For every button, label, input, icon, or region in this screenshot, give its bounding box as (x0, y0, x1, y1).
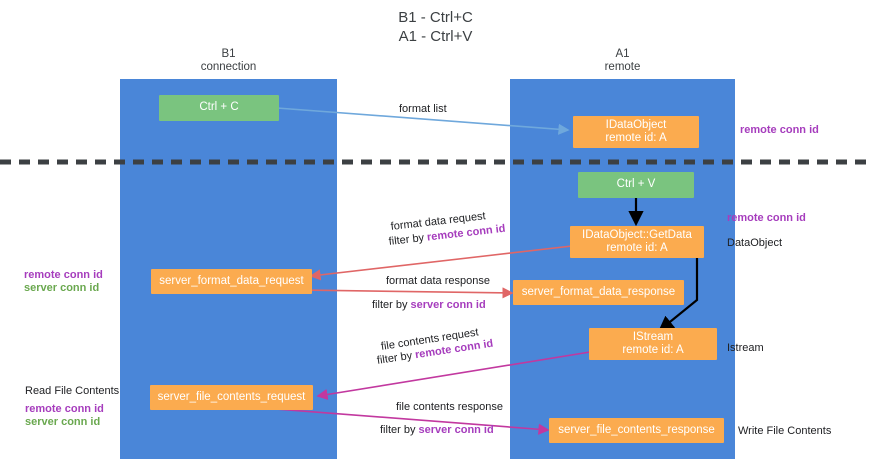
node-idataobject-line2: remote id: A (605, 132, 667, 144)
node-server-format-data-response[interactable]: server_format_data_response (513, 280, 684, 305)
lane-header-a1: A1 remote (510, 48, 735, 74)
filter-prefix: filter by (388, 231, 428, 248)
side-label-write-file-contents: Write File Contents (738, 425, 832, 437)
title-line-2: A1 - Ctrl+V (398, 28, 473, 45)
side-label-remote-conn-id-mid: remote conn id (727, 212, 806, 224)
side-label-remote-conn-id-top: remote conn id (740, 124, 819, 136)
lane-header-b1-sub: connection (200, 61, 257, 73)
side-label-left-remote-conn-id: remote conn id (24, 269, 103, 281)
node-getdata-line2: remote id: A (606, 242, 668, 254)
node-idataobject-line1: IDataObject (605, 118, 667, 131)
lane-header-b1-name: B1 (221, 48, 236, 60)
side-label-left-server-conn-id: server conn id (24, 282, 100, 294)
node-file-req-label: server_file_contents_request (157, 390, 306, 403)
node-server-file-contents-request[interactable]: server_file_contents_request (150, 385, 313, 410)
node-idataobject-getdata[interactable]: IDataObject::GetData remote id: A (570, 226, 704, 258)
label-format-list: format list (399, 103, 447, 115)
side-label-left-remote-conn-id-2: remote conn id (25, 403, 104, 415)
label-format-data-response-filter: filter by server conn id (372, 298, 486, 312)
label-file-contents-response-filter: filter by server conn id (380, 423, 494, 437)
side-label-dataobject: DataObject (727, 237, 783, 249)
node-fmt-resp-label: server_format_data_response (521, 285, 676, 298)
node-server-file-contents-response[interactable]: server_file_contents_response (549, 418, 724, 443)
node-istream[interactable]: IStream remote id: A (589, 328, 717, 360)
node-ctrl-v[interactable]: Ctrl + V (578, 172, 694, 198)
filter-key-server-conn-id: server conn id (418, 424, 494, 436)
node-istream-line2: remote id: A (622, 344, 684, 356)
side-label-left-server-conn-id-2: server conn id (25, 416, 101, 428)
title-line-1: B1 - Ctrl+C (398, 9, 473, 26)
node-fmt-req-label: server_format_data_request (159, 274, 304, 287)
filter-prefix: filter by (372, 299, 411, 311)
node-istream-line1: IStream (632, 330, 674, 343)
label-format-data-response: format data response (386, 275, 490, 287)
page-title: B1 - Ctrl+C A1 - Ctrl+V (0, 8, 871, 46)
node-ctrl-v-label: Ctrl + V (616, 178, 656, 191)
label-file-contents-response: file contents response (396, 401, 504, 413)
side-label-istream: Istream (727, 342, 764, 354)
lane-header-a1-sub: remote (604, 61, 641, 73)
node-idataobject[interactable]: IDataObject remote id: A (573, 116, 699, 148)
node-ctrl-c-label: Ctrl + C (199, 101, 239, 114)
side-label-read-file-contents: Read File Contents (25, 385, 120, 397)
node-file-resp-label: server_file_contents_response (558, 423, 715, 436)
lane-header-a1-name: A1 (615, 48, 630, 60)
lane-header-b1: B1 connection (120, 48, 337, 74)
node-getdata-line1: IDataObject::GetData (582, 228, 692, 241)
filter-key-server-conn-id: server conn id (410, 299, 486, 311)
node-ctrl-c[interactable]: Ctrl + C (159, 95, 279, 121)
node-server-format-data-request[interactable]: server_format_data_request (151, 269, 312, 294)
filter-prefix: filter by (380, 424, 419, 436)
